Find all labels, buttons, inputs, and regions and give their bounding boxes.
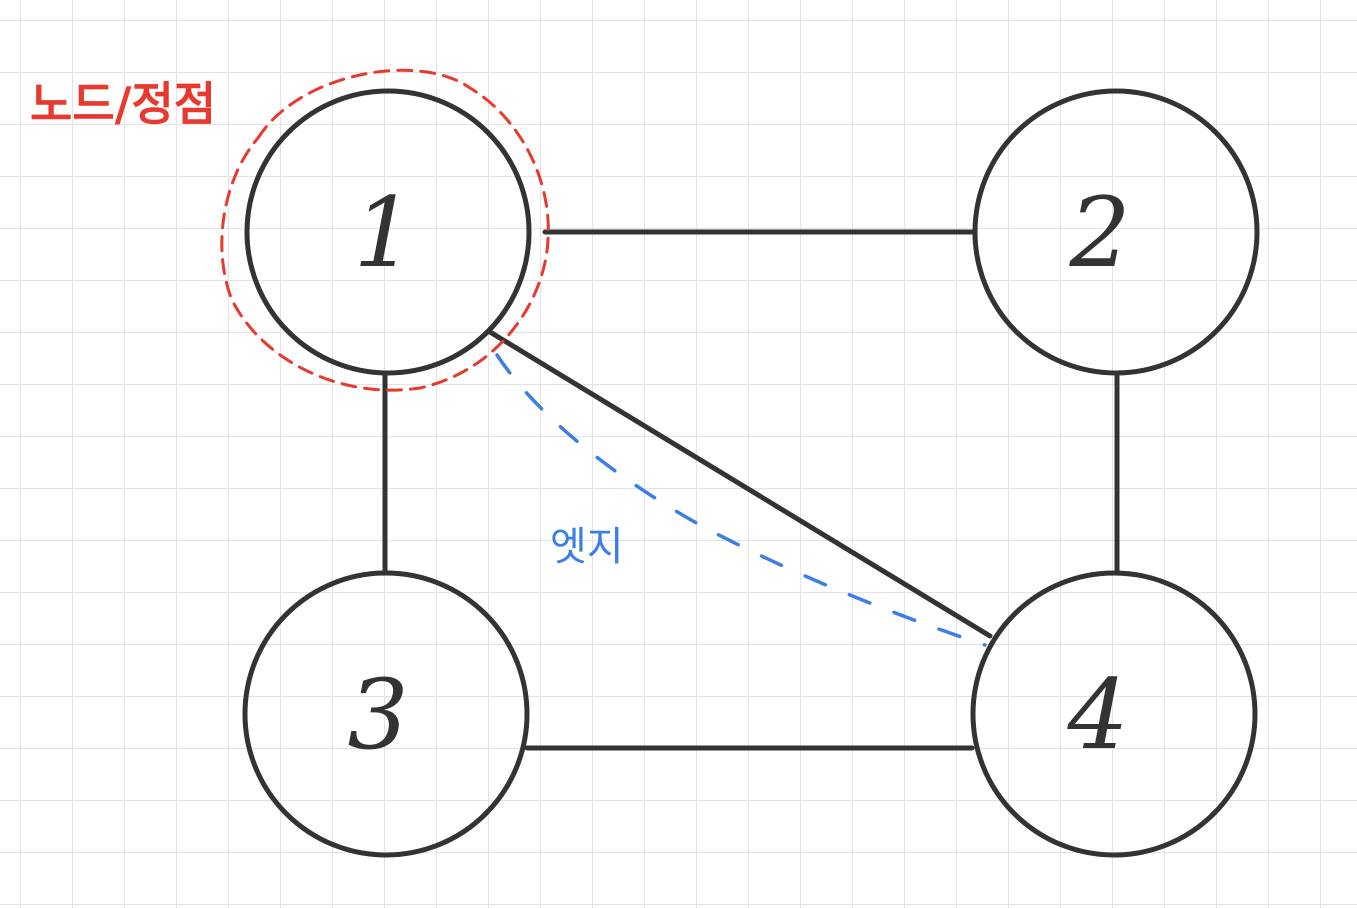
edge-highlight-dash (495, 353, 987, 647)
node-annotation-label: 노드/정점 (30, 77, 216, 131)
node-1: 1 (244, 88, 532, 376)
node-3-label: 3 (347, 659, 408, 771)
node-4-label: 4 (1066, 659, 1128, 771)
node-3: 3 (242, 570, 530, 858)
node-4: 4 (970, 570, 1258, 858)
node-highlight-ring (220, 68, 550, 392)
node-2: 2 (972, 88, 1260, 376)
edge-annotation-label: 엣지 (550, 524, 624, 570)
node-1-label: 1 (353, 177, 414, 289)
node-2-label: 2 (1068, 177, 1130, 289)
edge-1-4 (487, 329, 993, 639)
